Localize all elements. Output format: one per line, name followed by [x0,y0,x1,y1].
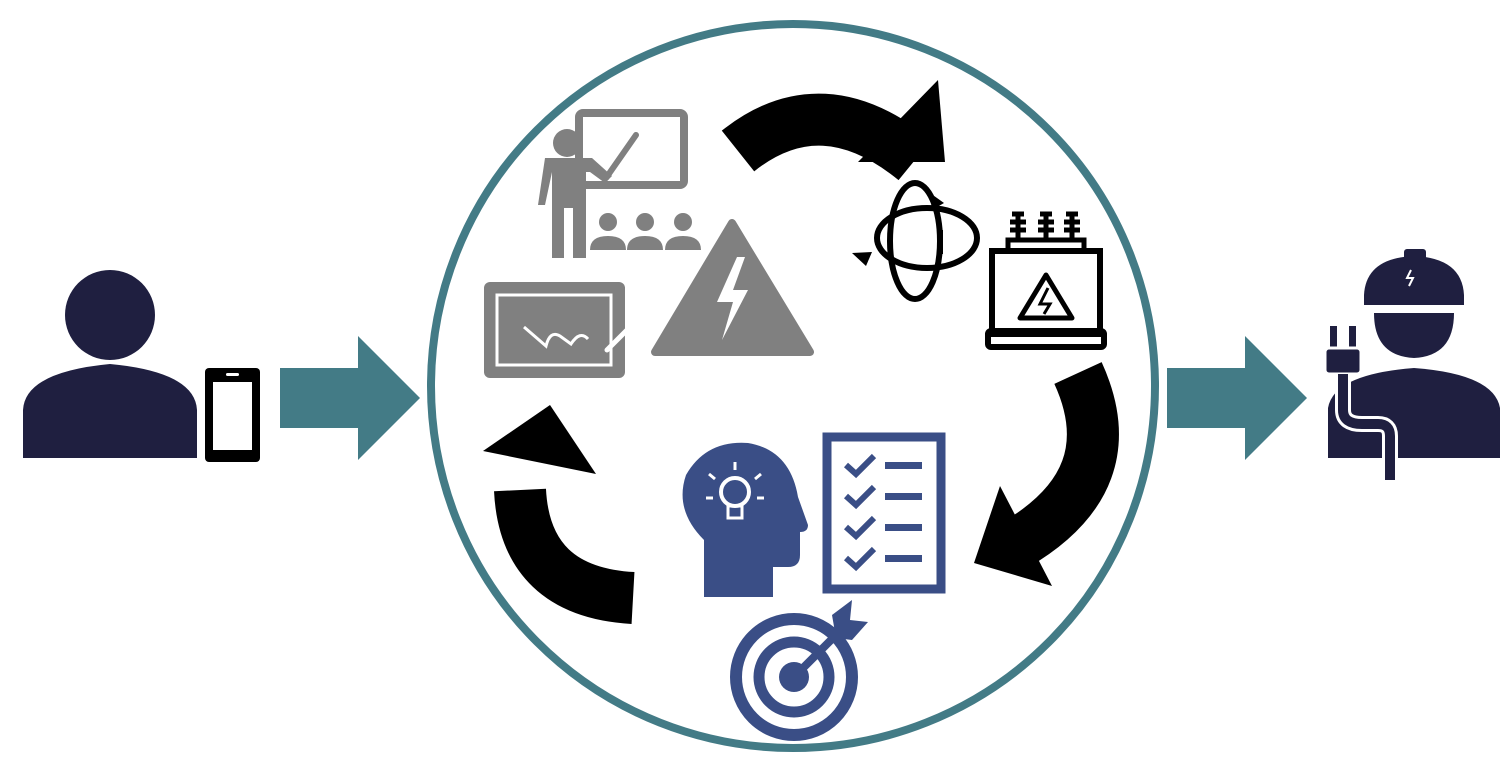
plug-icon [1323,326,1398,480]
cycle-arrow-top [721,80,945,181]
signature-pad-icon [484,282,630,378]
cycle-arrow-right [974,362,1119,586]
smartphone-icon [205,368,260,462]
checklist-icon [822,432,946,594]
transformer-icon [985,211,1107,350]
flow-arrow-right [1167,336,1307,460]
target-icon [730,600,868,741]
3d-rotation-icon [852,180,980,302]
cycle-arrow-left-head [483,405,596,474]
idea-head-icon [682,442,808,597]
trainer-presentation-icon [538,109,701,258]
process-cycle-circle [427,20,1159,752]
flow-arrow-left [280,336,420,460]
electrical-hazard-icon [651,219,814,356]
user-icon [23,270,197,458]
cycle-arrow-bottom-left [494,487,636,624]
electrician-icon [1328,249,1500,458]
